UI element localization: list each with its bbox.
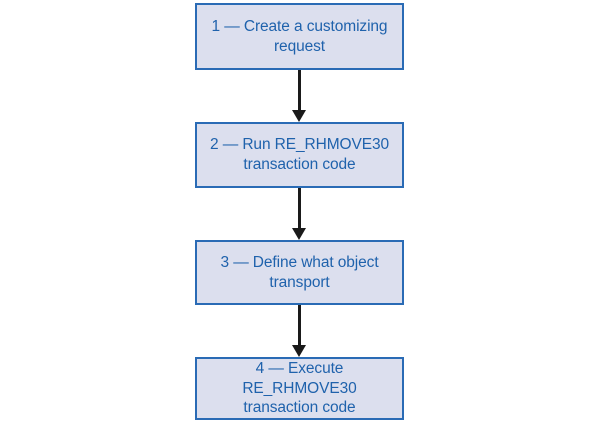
flowchart-node-label: 1 — Create a customizing request [211,17,388,55]
flowchart-arrow-1-2 [292,70,307,122]
flowchart-node-step-1[interactable]: 1 — Create a customizing request [195,3,404,70]
flowchart-node-step-3[interactable]: 3 — Define what object transport [195,240,404,305]
flowchart-node-step-2[interactable]: 2 — Run RE_RHMOVE30 transaction code [195,122,404,188]
arrow-head-icon [292,110,306,122]
flowchart-node-step-4[interactable]: 4 — Execute RE_RHMOVE30 transaction code [195,357,404,420]
arrow-stem [298,188,301,228]
arrow-stem [298,70,301,110]
flowchart-node-label: 2 — Run RE_RHMOVE30 transaction code [210,136,389,173]
arrow-stem [298,305,301,345]
arrow-head-icon [292,345,306,357]
flowchart-node-label: 4 — Execute RE_RHMOVE30 transaction code [242,359,357,417]
flowchart-arrow-2-3 [292,188,307,240]
flowchart-arrow-3-4 [292,305,307,357]
arrow-head-icon [292,228,306,240]
flowchart-node-label: 3 — Define what object transport [220,253,379,291]
